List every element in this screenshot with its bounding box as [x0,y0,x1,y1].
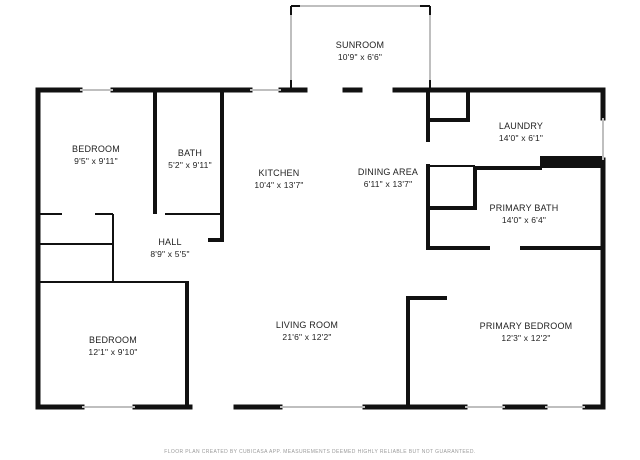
room-dims-bath: 5'2" x 9'11" [168,160,212,170]
windows [80,5,604,408]
room-name-bedroom-bottom: BEDROOM [89,335,137,345]
room-dims-bedroom-top: 9'5" x 9'11" [74,156,118,166]
interior-walls [153,90,605,407]
room-name-living-room: LIVING ROOM [275,320,339,330]
room-dims-primary-bath: 14'0" x 6'4" [501,215,547,225]
thin-walls [40,165,475,283]
laundry-counter [540,156,603,168]
room-dims-bedroom-bottom: 12'1" x 9'10" [88,347,138,357]
room-name-kitchen: KITCHEN [258,168,300,178]
room-name-dining-area: DINING AREA [357,167,419,177]
room-name-bath: BATH [177,148,203,158]
room-name-primary-bath: PRIMARY BATH [489,203,559,213]
room-name-sunroom: SUNROOM [335,40,385,50]
room-name-primary-bedroom: PRIMARY BEDROOM [479,321,573,331]
room-dims-laundry: 14'0" x 6'1" [498,133,544,143]
room-dims-dining-area: 6'11" x 13'7" [363,179,413,189]
floor-plan-disclaimer: FLOOR PLAN CREATED BY CUBICASA APP. MEAS… [164,449,476,455]
room-dims-living-room: 21'6" x 12'2" [282,332,332,342]
room-name-laundry: LAUNDRY [498,121,544,131]
room-dims-sunroom: 10'9" x 6'6" [337,52,383,62]
room-name-bedroom-top: BEDROOM [72,144,120,154]
room-dims-hall: 8'9" x 5'5" [150,249,190,259]
room-dims-primary-bedroom: 12'3" x 12'2" [501,333,551,343]
room-name-hall: HALL [158,237,182,247]
exterior-walls [35,87,606,410]
room-dims-kitchen: 10'4" x 13'7" [254,180,304,190]
